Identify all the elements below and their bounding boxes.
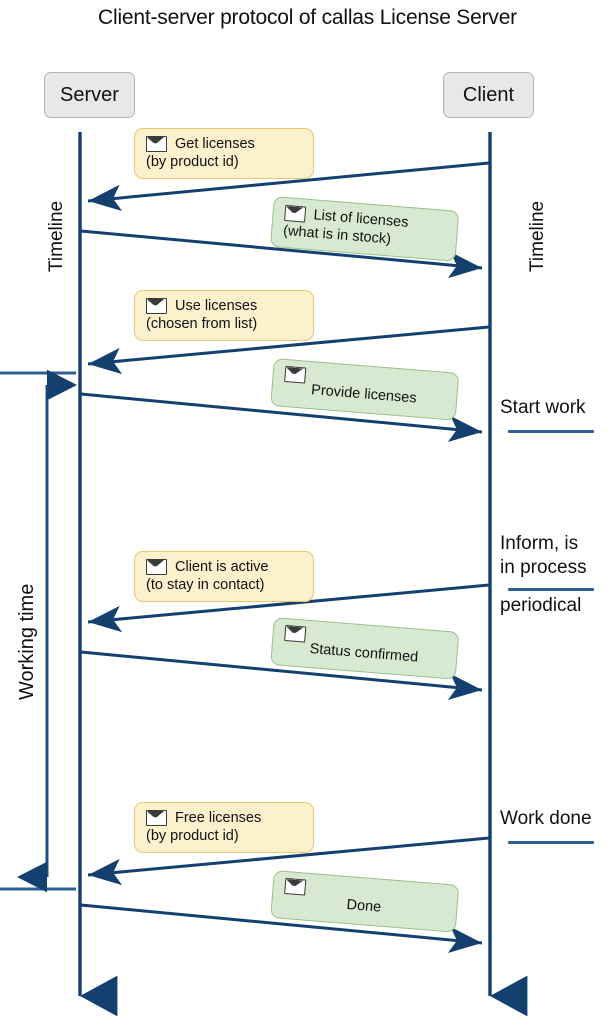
message-m3[interactable]: Use licenses (chosen from list) — [134, 290, 314, 341]
message-arrow-m6 — [80, 650, 483, 701]
annotation-periodical: periodical — [500, 595, 582, 616]
envelope-icon — [146, 298, 167, 314]
annotation-start-work-rule — [508, 430, 594, 433]
envelope-icon — [284, 877, 307, 896]
message-m1-line-2: (by product id) — [146, 154, 239, 170]
message-m7-line-1: Free licenses — [175, 810, 262, 826]
timeline-label-left: Timeline — [46, 200, 67, 272]
annotation-inform-rule — [508, 588, 594, 591]
working-time-label: Working time — [16, 583, 38, 700]
message-m1-line-1: Get licenses — [175, 136, 255, 152]
message-m3-line-2: (chosen from list) — [146, 316, 258, 332]
annotation-work-done-rule — [508, 841, 594, 844]
message-m5-line-1: Client is active — [175, 559, 269, 575]
actor-server-label: Server — [60, 83, 119, 106]
envelope-icon — [284, 365, 307, 384]
message-arrow-m8 — [80, 903, 483, 954]
page-title: Client-server protocol of callas License… — [98, 6, 517, 29]
message-m5[interactable]: Client is active (to stay in contact) — [134, 551, 314, 602]
message-arrow-m3 — [87, 325, 490, 375]
working-time-bracket — [0, 369, 77, 893]
message-arrow-m7 — [87, 836, 490, 886]
annotation-start-work: Start work — [500, 397, 586, 418]
envelope-icon — [284, 204, 307, 223]
message-m1[interactable]: Get licenses (by product id) — [134, 128, 314, 179]
envelope-icon — [146, 559, 167, 575]
actor-client[interactable]: Client — [443, 72, 534, 118]
message-arrow-m5 — [87, 583, 490, 633]
message-arrow-m2 — [80, 229, 483, 279]
annotation-work-done: Work done — [500, 808, 592, 829]
message-m7[interactable]: Free licenses (by product id) — [134, 802, 314, 853]
annotation-inform-line-1: Inform, is — [500, 533, 579, 554]
message-m7-line-2: (by product id) — [146, 828, 239, 844]
timeline-label-right: Timeline — [527, 200, 548, 272]
message-m5-line-2: (to stay in contact) — [146, 577, 265, 593]
message-arrow-m1 — [87, 161, 490, 212]
envelope-icon — [146, 810, 167, 826]
annotation-inform-line-2: in process — [500, 557, 587, 578]
actor-server[interactable]: Server — [44, 72, 135, 118]
envelope-icon — [284, 624, 307, 643]
message-arrow-m4 — [80, 392, 483, 443]
envelope-icon — [146, 136, 167, 152]
actor-client-label: Client — [462, 83, 515, 106]
message-m3-line-1: Use licenses — [175, 298, 258, 314]
